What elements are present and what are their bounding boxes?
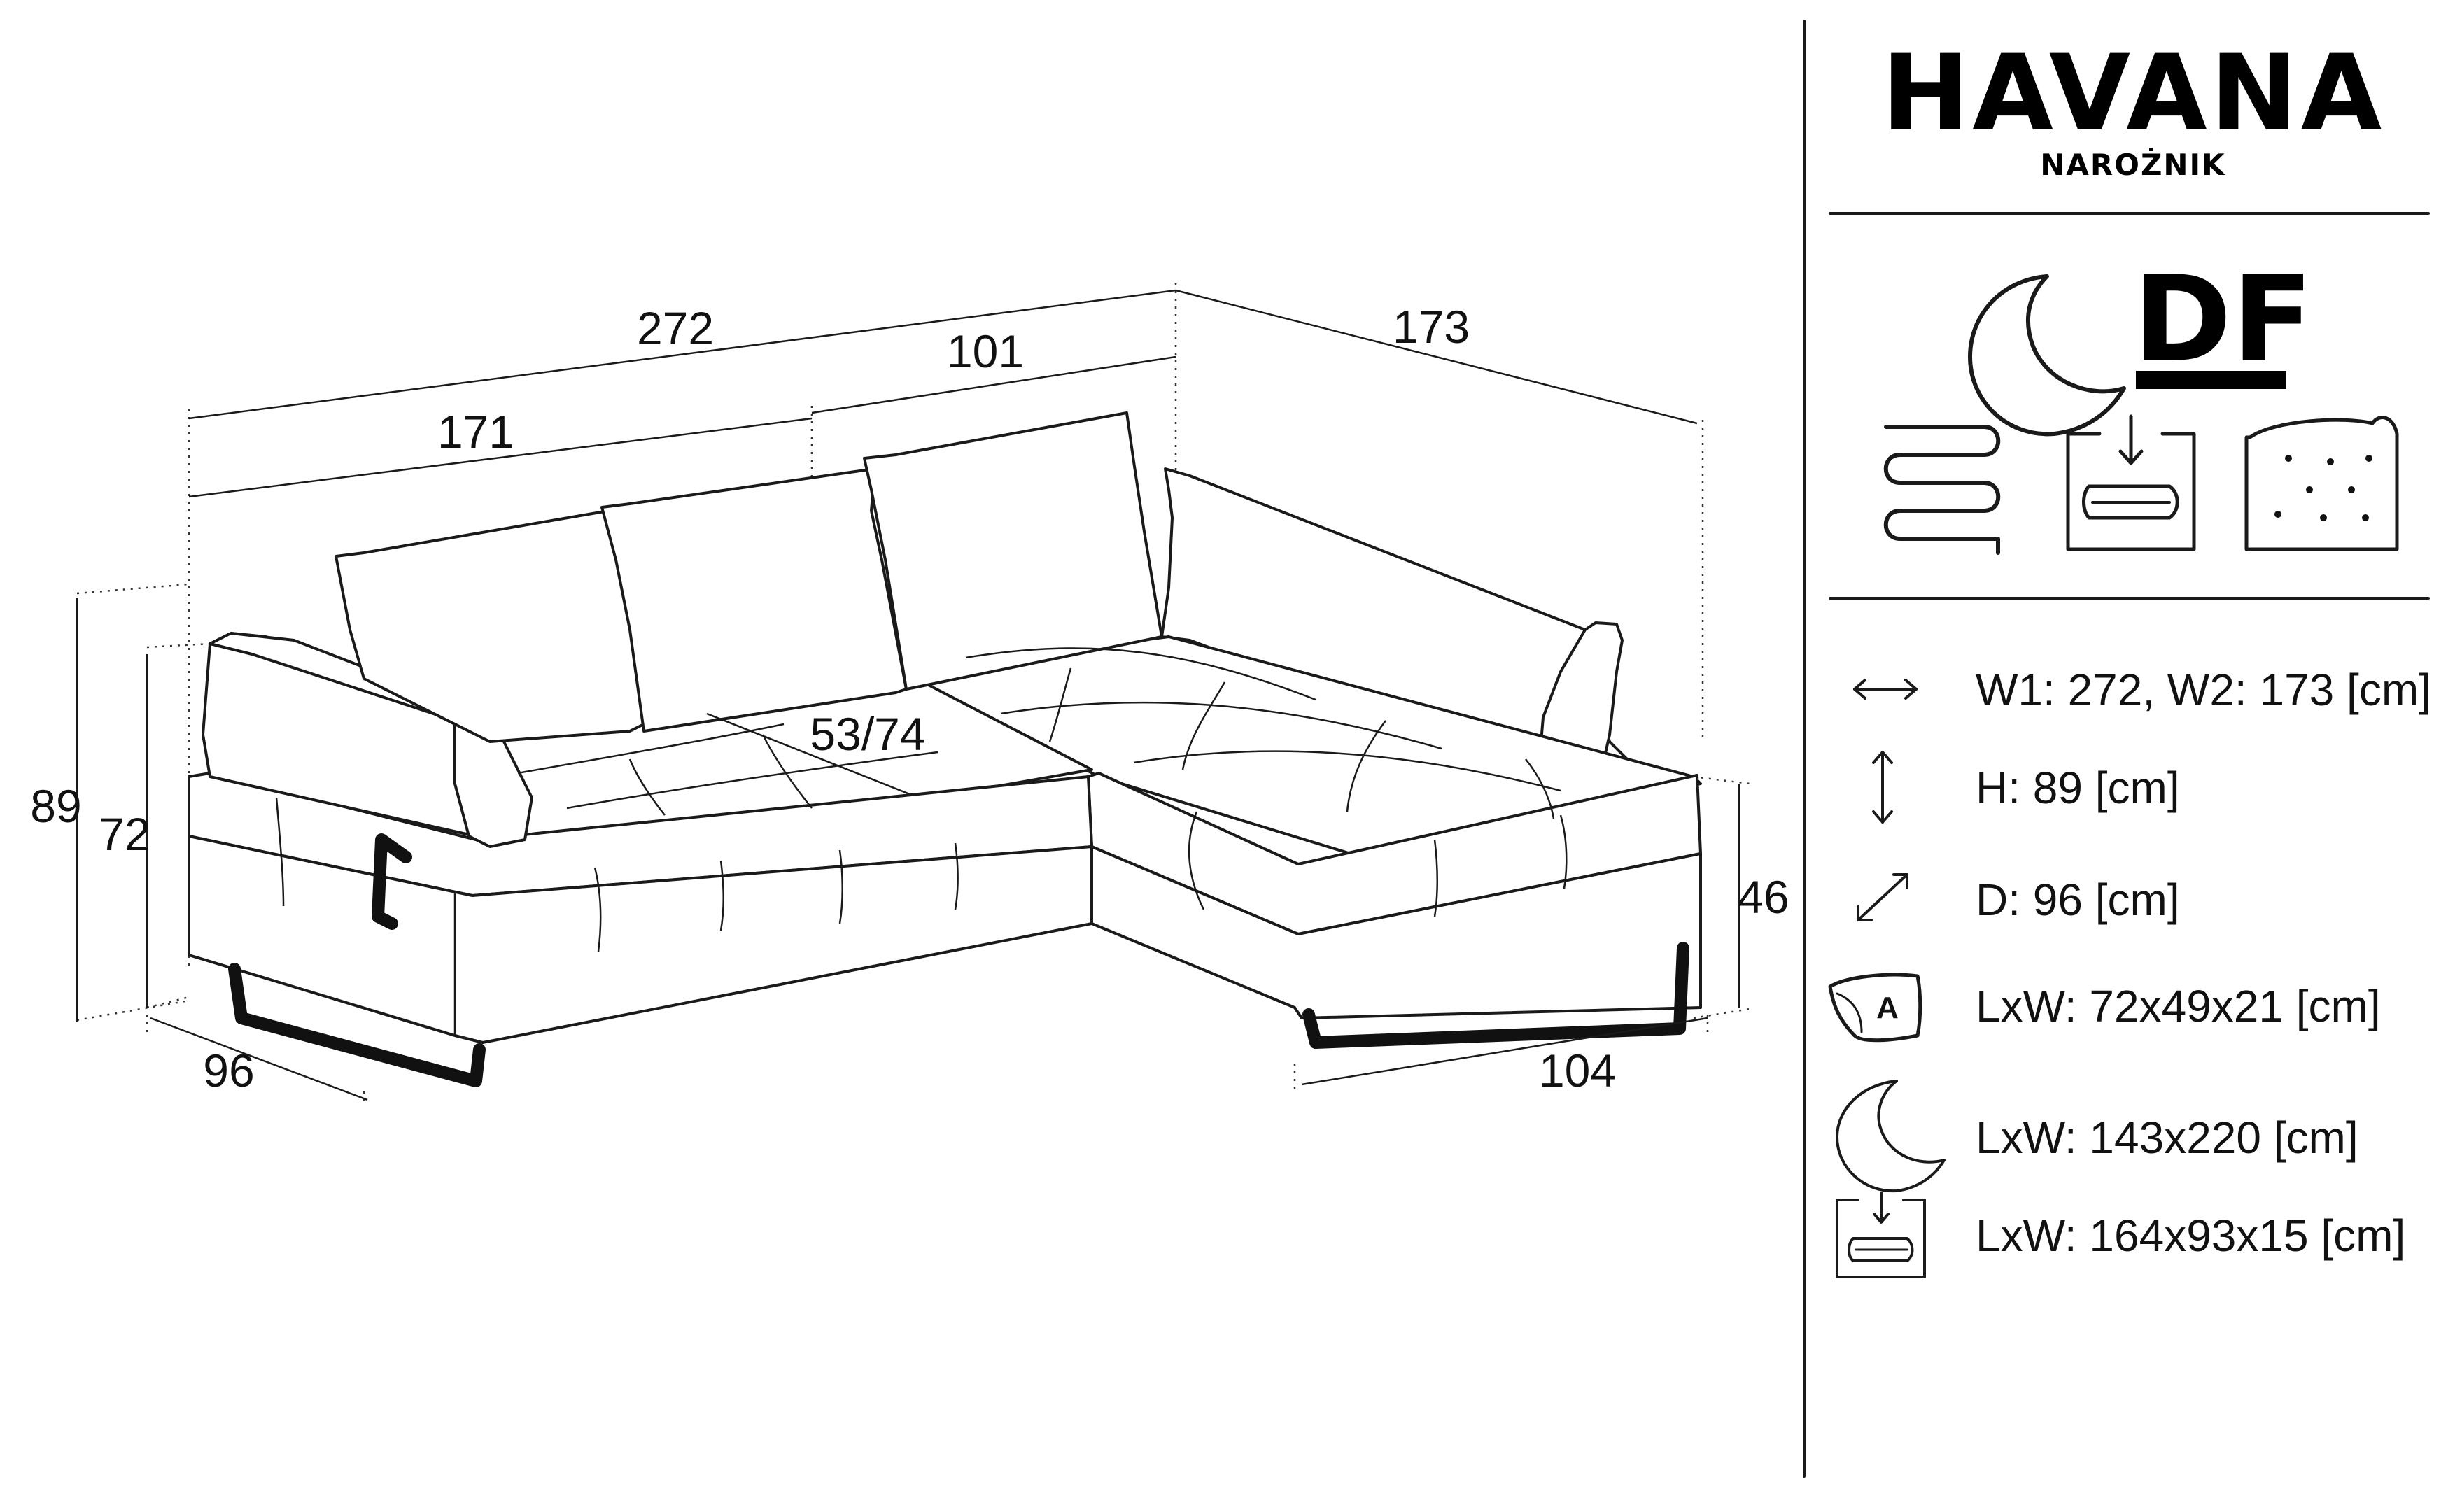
spring-icon <box>1883 425 2001 555</box>
sleep-function-moon-icon <box>1968 274 2126 437</box>
chaise-front-lower <box>1090 845 1702 1019</box>
df-underline <box>2136 371 2286 389</box>
spec-row-width: W1: 272, W2: 173 [cm] <box>1853 665 2431 715</box>
product-type: NAROŻNIK <box>2040 147 2225 182</box>
spec-row-cushion: A LxW: 72x49x21 [cm] <box>1828 973 2381 1043</box>
left-leg <box>228 963 486 1087</box>
cushion-a-icon: A <box>1828 973 1922 1043</box>
storage-box-icon <box>1836 1192 1926 1278</box>
spec-text: H: 89 [cm] <box>1976 763 2180 813</box>
spec-row-sleep: LxW: 143x220 [cm] <box>1836 1080 2358 1193</box>
spec-text: LxW: 164x93x15 [cm] <box>1976 1210 2405 1261</box>
dimension-lines <box>76 289 1740 1101</box>
dim-chaise-length: 173 <box>1393 301 1470 353</box>
dim-right-back: 101 <box>947 325 1024 377</box>
model-title: HAVANA <box>1881 33 2384 155</box>
spec-text: LxW: 72x49x21 [cm] <box>1976 981 2381 1031</box>
dim-seat-depth: 53/74 <box>810 708 925 760</box>
width-arrows-icon <box>1853 679 1918 700</box>
chaise-armrest-cushion <box>1538 621 1624 768</box>
back-cushion-middle <box>600 467 908 733</box>
spec-row-storage: LxW: 164x93x15 [cm] <box>1836 1192 2405 1278</box>
right-leg <box>1302 942 1689 1049</box>
spec-text: LxW: 143x220 [cm] <box>1976 1112 2358 1163</box>
dim-left-section: 171 <box>437 406 514 458</box>
df-label: DF <box>2133 250 2313 389</box>
sofa-drawing: 272 171 101 173 89 72 46 96 104 53/74 <box>30 283 1789 1105</box>
dim-chaise-width: 104 <box>1539 1045 1616 1096</box>
spec-text: D: 96 [cm] <box>1976 875 2180 925</box>
dim-depth: 96 <box>203 1045 254 1096</box>
spec-row-height: H: 89 [cm] <box>1872 751 2180 824</box>
spec-text: W1: 272, W2: 173 [cm] <box>1976 665 2431 715</box>
seat-quilting <box>275 647 1568 952</box>
info-panel: HAVANA NAROŻNIK DF <box>1803 20 2431 1478</box>
dim-armrest-height: 72 <box>99 808 150 860</box>
armrest-bracket <box>372 833 412 930</box>
dim-seat-height: 46 <box>1738 871 1789 923</box>
height-arrows-icon <box>1872 751 1893 824</box>
cushion-icon-label: A <box>1876 991 1899 1025</box>
dim-total-height: 89 <box>30 780 81 832</box>
back-cushion-right <box>863 411 1163 691</box>
foam-seat-icon <box>2244 416 2399 551</box>
spec-row-depth: D: 96 [cm] <box>1857 873 2180 925</box>
storage-container-icon <box>2066 414 2196 551</box>
sleep-moon-icon <box>1836 1080 1946 1193</box>
depth-arrows-icon <box>1857 873 1908 921</box>
dim-total-width: 272 <box>637 302 714 354</box>
